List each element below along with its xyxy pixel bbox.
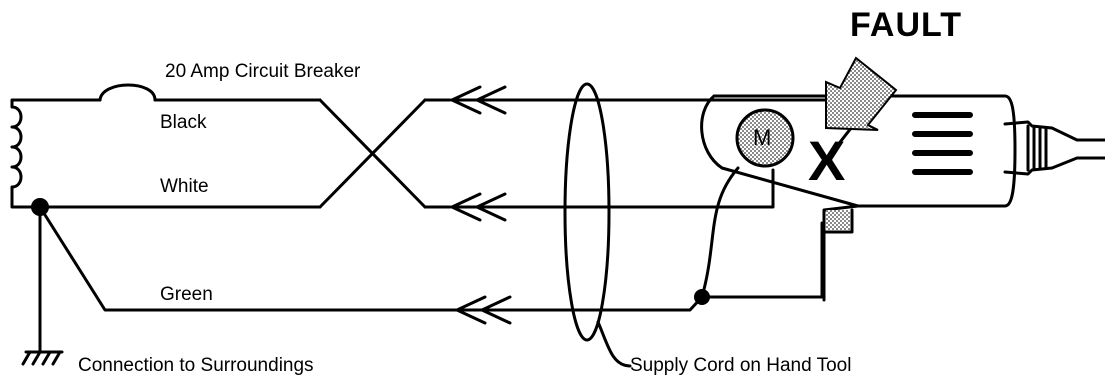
ground-symbol-icon [21, 350, 64, 366]
drill-vents [912, 112, 973, 175]
ground-junction-dot [31, 198, 49, 216]
frame-ground-lead [700, 166, 740, 299]
circuit-breaker-icon [98, 83, 157, 102]
drill-chuck-outline [1003, 120, 1105, 176]
drill-trigger-outline [822, 208, 854, 234]
drill-body-outline [700, 94, 1017, 302]
fault-label: FAULT [850, 6, 963, 44]
fault-x-mark: X [808, 129, 846, 192]
supply-cord-label: Supply Cord on Hand Tool [630, 355, 852, 376]
transformer-coil [10, 98, 62, 209]
fault-arrow-icon [825, 56, 898, 131]
trigger-shading [826, 210, 850, 230]
green-wire-cord [455, 221, 824, 312]
motor-label: M [753, 125, 772, 150]
breaker-label: 20 Amp Circuit Breaker [165, 61, 361, 82]
motor-icon [735, 108, 795, 168]
black-wire-cord [450, 98, 857, 157]
white-wire-label: White [160, 176, 209, 197]
green-wire-label: Green [160, 284, 213, 305]
ground-connection-label: Connection to Surroundings [78, 355, 314, 376]
black-wire-label: Black [160, 112, 207, 133]
cord-leader-line [596, 320, 632, 368]
chuck-grooves [1026, 124, 1048, 172]
green-wire-source [38, 205, 462, 312]
white-to-black-cross [318, 98, 427, 209]
frame-junction-dot [694, 289, 710, 305]
supply-cord-ellipse [563, 82, 611, 342]
